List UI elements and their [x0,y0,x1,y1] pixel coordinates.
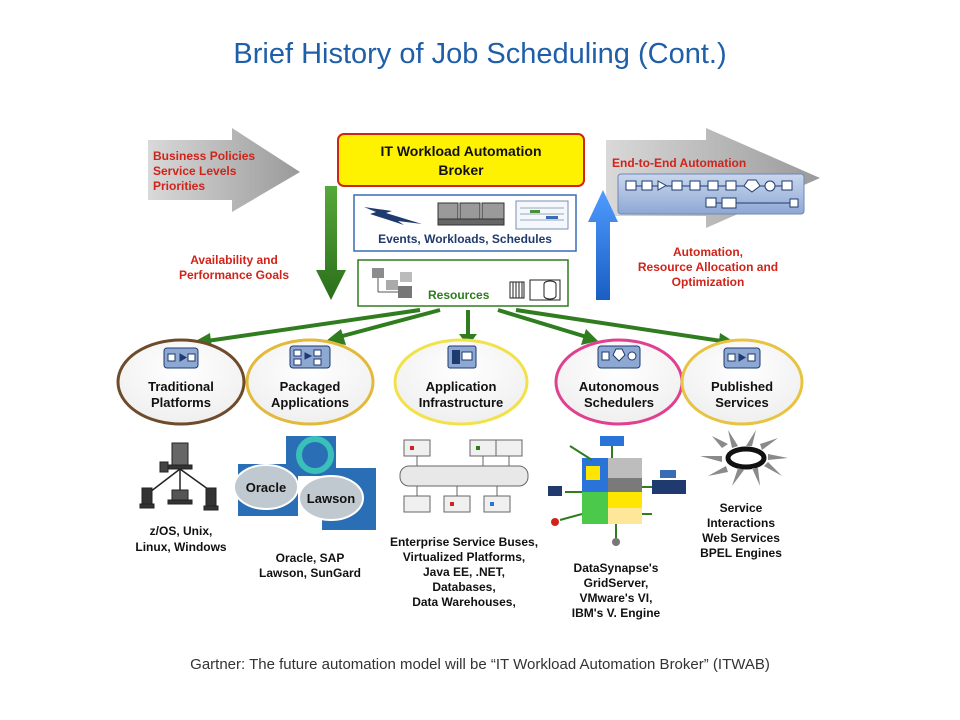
autonomous-example-line3: VMware's VI, [580,591,653,605]
goals-line2: Performance Goals [179,268,289,282]
oracle-logo-text: Oracle [246,480,286,495]
computer-network-icon [139,442,219,511]
category-application-infrastructure: Application Infrastructure [393,338,529,426]
workflow-icon [625,179,799,209]
autonomous-example-line2: GridServer, [584,576,649,590]
packaged-example-line1: Oracle, SAP [276,551,345,565]
published-example-line1: Service [720,501,763,515]
server-rack-icon [509,281,525,299]
resources-label: Resources [428,288,490,302]
infrastructure-example-line5: Data Warehouses, [412,595,516,609]
workload-blocks-icon [437,202,505,226]
oracle-lawson-logo: Oracle Lawson [233,436,376,530]
distribution-arrows [192,308,736,350]
category-autonomous-schedulers: Autonomous Schedulers [554,338,684,426]
broker-title-line1: IT Workload Automation [381,143,542,159]
up-blue-arrow [588,190,618,300]
automation-line3: Optimization [672,275,745,289]
workflow-box [617,173,805,215]
flow-icon [597,345,641,369]
schedule-calendar-icon [515,200,569,230]
workload-automation-broker: IT Workload Automation Broker [337,133,585,187]
category-published-services: Published Services [680,338,804,426]
flow-icon [289,345,331,369]
service-interactions-graphic [700,430,788,486]
autonomous-line2: Schedulers [584,395,654,410]
published-example-line2: Interactions [707,516,775,530]
infrastructure-example-line1: Enterprise Service Buses, [390,535,538,549]
business-policies-arrow: Business Policies Service Levels Priorit… [148,128,300,212]
published-line1: Published [711,379,773,394]
autonomous-example-line4: IBM's V. Engine [572,606,661,620]
broker-title-line2: Broker [438,162,484,178]
flow-icon [723,347,761,369]
goals-line1: Availability and [190,253,278,267]
business-policies-label: Business Policies [153,149,255,163]
traditional-line1: Traditional [148,379,214,394]
server-icon [447,345,477,369]
category-packaged-applications: Packaged Applications [245,338,375,426]
traditional-line2: Platforms [151,395,211,410]
lawson-logo-text: Lawson [307,491,355,506]
published-example-line4: BPEL Engines [700,546,782,560]
published-example-line3: Web Services [702,531,780,545]
lightning-icon [364,207,422,225]
page-title: Brief History of Job Scheduling (Cont.) [233,38,727,70]
grid-schedulers-graphic [548,436,686,546]
footer-caption: Gartner: The future automation model wil… [190,656,770,673]
autonomous-example-line1: DataSynapse's [574,561,659,575]
infrastructure-line1: Application [426,379,497,394]
category-traditional-platforms: Traditional Platforms [116,338,246,426]
packaged-example-line2: Lawson, SunGard [259,566,361,580]
service-bus-diagram [399,439,529,513]
database-icon [529,279,561,301]
flow-icon [163,347,199,369]
automation-optimization-label: Automation, Resource Allocation and Opti… [638,245,778,289]
traditional-example-line1: z/OS, Unix, [150,524,213,538]
traditional-example-line2: Linux, Windows [135,540,227,554]
events-workloads-box: Events, Workloads, Schedules [353,194,577,252]
infrastructure-example-line2: Virtualized Platforms, [403,550,525,564]
network-nodes-icon [372,268,412,298]
down-green-arrow [316,186,346,300]
resources-box: Resources [357,259,569,307]
autonomous-line1: Autonomous [579,379,659,394]
automation-line1: Automation, [673,245,743,259]
infrastructure-example-line4: Databases, [432,580,495,594]
packaged-line2: Applications [271,395,349,410]
infrastructure-example-line3: Java EE, .NET, [423,565,505,579]
end-to-end-automation-arrow: End-to-End Automation [606,128,820,228]
priorities-label: Priorities [153,179,205,193]
end-to-end-automation-label: End-to-End Automation [612,156,746,170]
published-line2: Services [715,395,769,410]
events-workloads-label: Events, Workloads, Schedules [378,232,552,246]
service-levels-label: Service Levels [153,164,237,178]
infrastructure-line2: Infrastructure [419,395,504,410]
availability-goals-label: Availability and Performance Goals [179,253,289,282]
automation-line2: Resource Allocation and [638,260,778,274]
packaged-line1: Packaged [280,379,341,394]
